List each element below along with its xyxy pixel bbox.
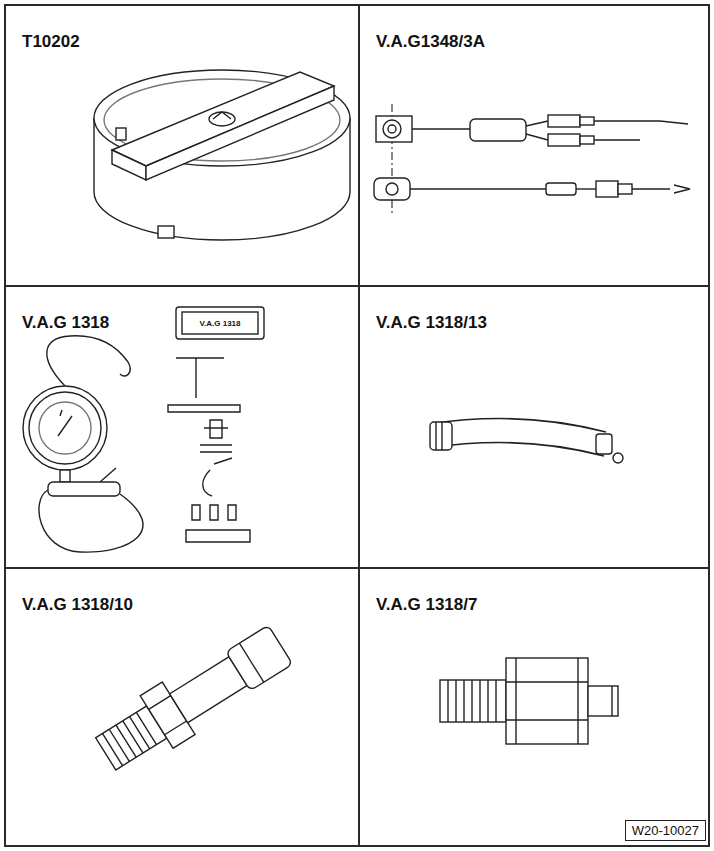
- tool-cell: V.A.G 1318/13: [358, 285, 710, 569]
- figure-number-box: W20-10027: [625, 820, 706, 841]
- hose: [430, 419, 623, 463]
- tool-cell: V.A.G 1318/10: [4, 567, 360, 847]
- figure-number: W20-10027: [632, 823, 699, 838]
- tool-number: V.A.G1348/3A: [376, 32, 485, 52]
- tool-number: T10202: [22, 32, 80, 52]
- tool-number: V.A.G 1318: [22, 313, 109, 333]
- tool-number: V.A.G 1318/13: [376, 313, 487, 333]
- tool-cell: V.A.G 1318: [4, 285, 360, 569]
- tool-number: V.A.G 1318/7: [376, 595, 477, 615]
- hose-fitting: [89, 618, 297, 780]
- tool-number: V.A.G 1318/10: [22, 595, 133, 615]
- tool-cell: V.A.G 1318/7W20-10027: [358, 567, 710, 847]
- tool-cell: V.A.G1348/3A: [358, 4, 710, 287]
- adapter: [440, 658, 618, 744]
- pressure-gauge-kit: [23, 307, 264, 552]
- tool-cell: T10202: [4, 4, 360, 287]
- adapter-leads: [374, 104, 690, 214]
- cap-wrench: [94, 70, 350, 240]
- case-label: V.A.G 1318: [199, 319, 240, 328]
